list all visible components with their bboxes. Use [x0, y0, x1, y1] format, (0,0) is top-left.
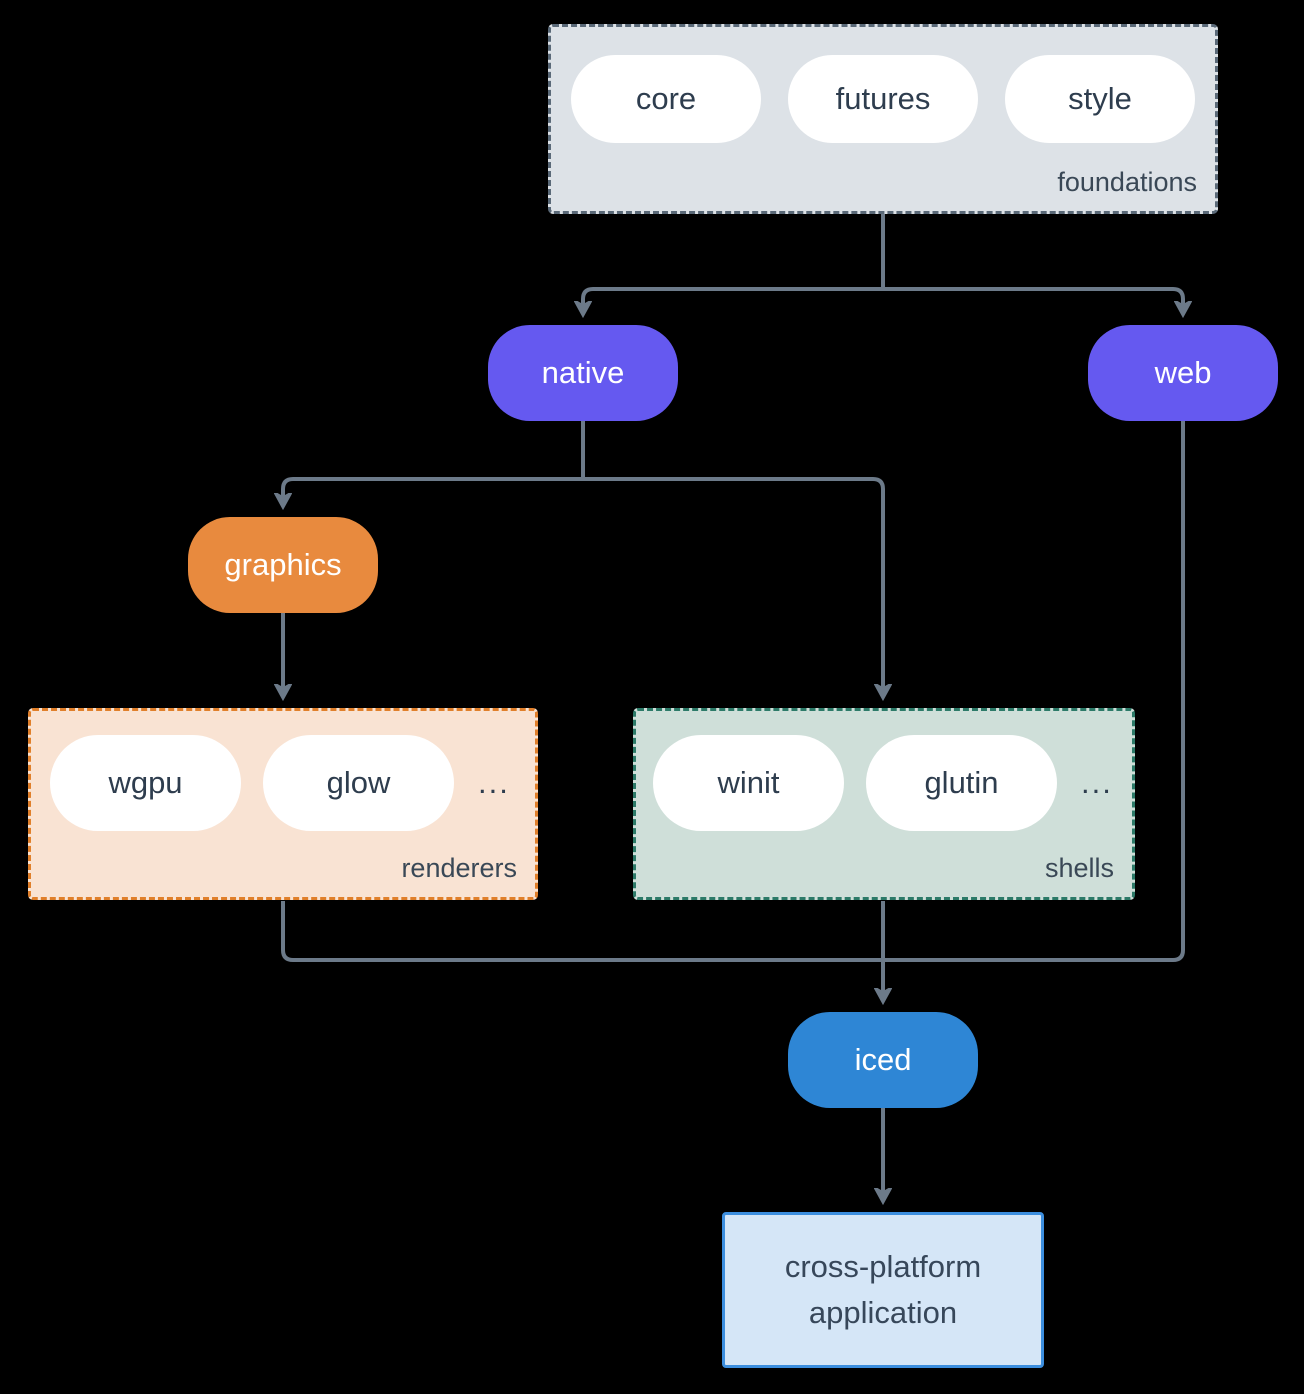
node-futures-label: futures: [835, 81, 931, 116]
edge-native-graphics: [283, 477, 585, 506]
node-iced-label: iced: [854, 1042, 912, 1077]
edge-renderers-merge: [281, 901, 881, 962]
foundations-pill-row: core futures style: [551, 27, 1215, 143]
shells-group-label: shells: [1044, 853, 1114, 883]
node-graphics-label: graphics: [224, 547, 342, 582]
node-wgpu-label: wgpu: [108, 765, 183, 800]
node-style-label: style: [1068, 81, 1132, 116]
node-iced: iced: [788, 1012, 978, 1108]
node-native-label: native: [541, 355, 625, 390]
node-web-label: web: [1154, 355, 1212, 390]
node-glow-label: glow: [326, 765, 391, 800]
node-glutin: glutin: [866, 735, 1057, 831]
node-winit: winit: [653, 735, 844, 831]
node-wgpu: wgpu: [50, 735, 241, 831]
node-graphics: graphics: [188, 517, 378, 613]
renderers-pill-row: wgpu glow ...: [31, 711, 535, 831]
node-core-label: core: [635, 81, 697, 116]
node-web: web: [1088, 325, 1278, 421]
node-futures: futures: [788, 55, 978, 143]
shells-pill-row: winit glutin ...: [636, 711, 1132, 831]
node-native: native: [488, 325, 678, 421]
node-glutin-label: glutin: [924, 765, 999, 800]
shells-ellipsis: ...: [1081, 765, 1113, 800]
foundations-group-label: foundations: [1057, 167, 1197, 197]
application-label-line1: cross-platform: [784, 1249, 982, 1285]
node-core: core: [571, 55, 761, 143]
group-shells: winit glutin ... shells: [633, 708, 1135, 900]
group-renderers: wgpu glow ... renderers: [28, 708, 538, 900]
application-label-line2: application: [808, 1295, 958, 1330]
renderers-ellipsis: ...: [478, 765, 510, 800]
renderers-group-label: renderers: [401, 853, 517, 883]
group-foundations: core futures style foundations: [548, 24, 1218, 214]
node-winit-label: winit: [717, 765, 780, 800]
node-application: cross-platform application: [722, 1212, 1044, 1368]
edge-web-merge: [885, 421, 1185, 962]
node-glow: glow: [263, 735, 454, 831]
edge-native-shells: [581, 477, 883, 697]
edge-foundations-web: [881, 287, 1183, 314]
edge-foundations-native: [583, 287, 885, 314]
node-style: style: [1005, 55, 1195, 143]
